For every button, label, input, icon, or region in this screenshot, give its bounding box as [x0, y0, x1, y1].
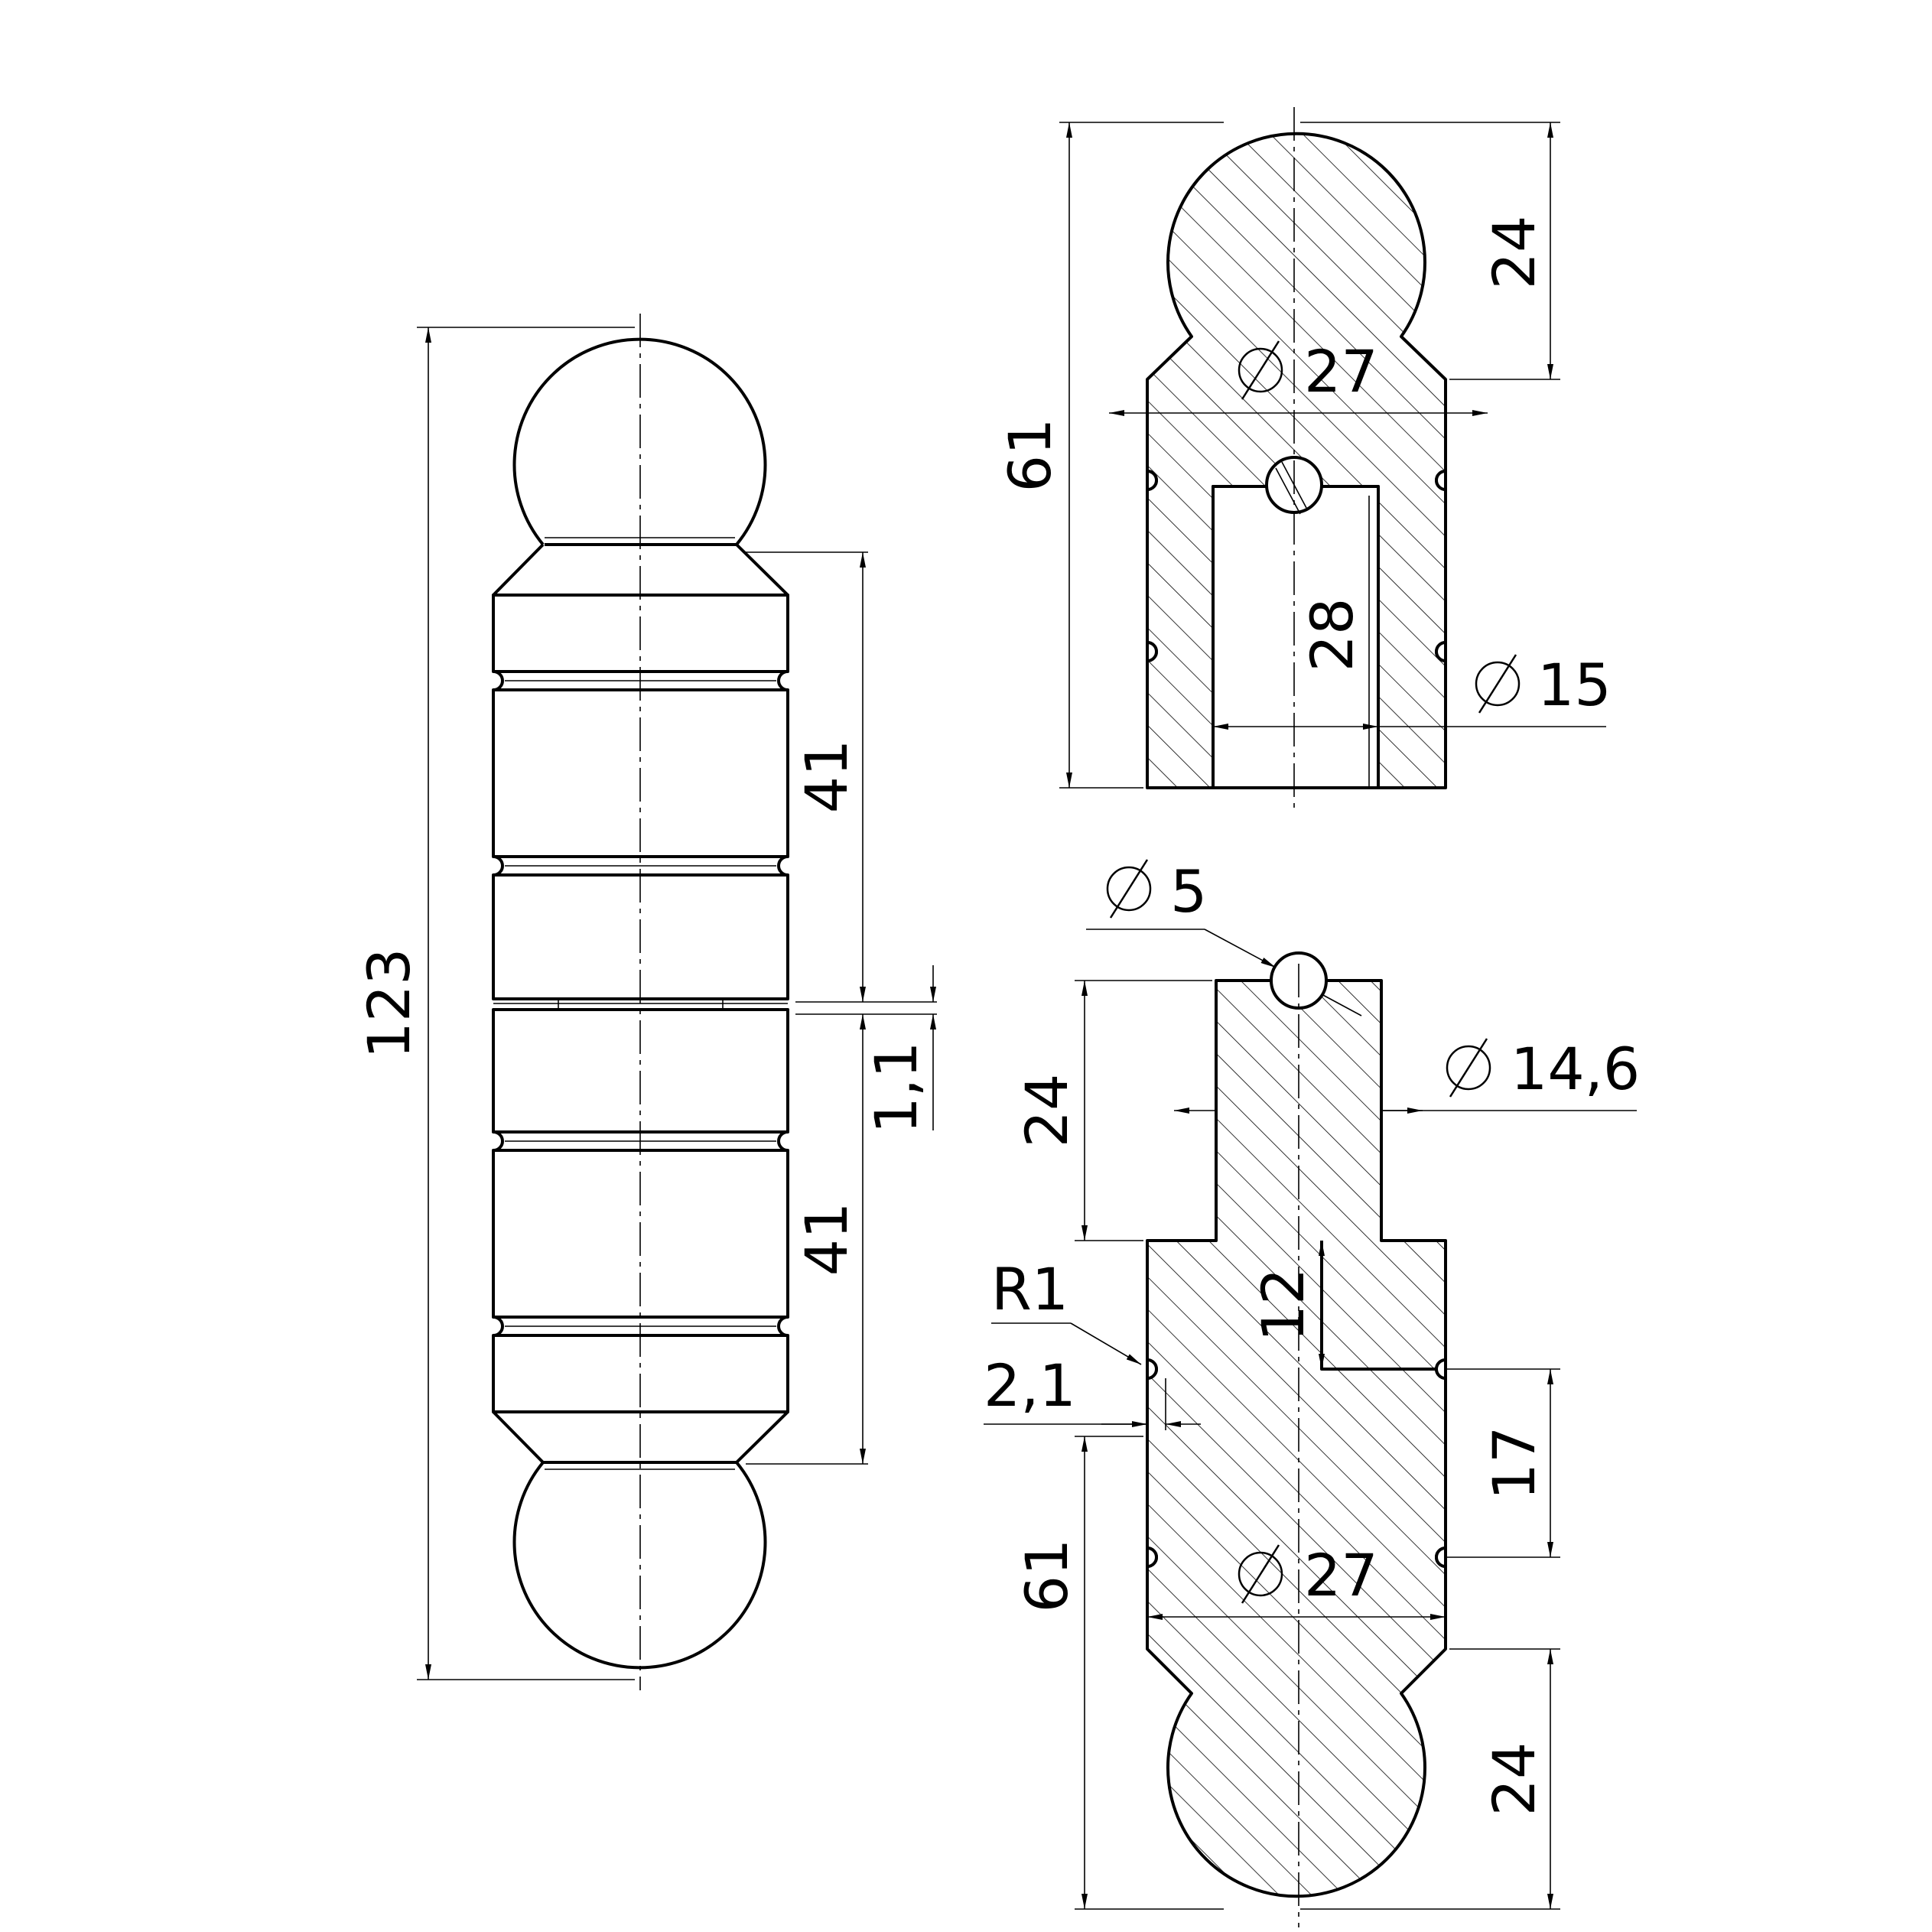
upper-part-section: 61 24 27 28 15 [996, 107, 1612, 811]
dim-bottom-part-length: 61 [1013, 1539, 1081, 1613]
dim-bore-depth: 28 [1298, 598, 1366, 672]
dim-groove-depth: 2,1 [984, 1351, 1076, 1420]
dim-step-depth: 12 [1249, 1268, 1317, 1342]
top-ball-outline [512, 337, 767, 546]
dim-bore-diameter: 15 [1537, 651, 1612, 719]
diameter-symbol [1238, 347, 1283, 393]
dim-lower-section: 41 [792, 1202, 860, 1277]
dim-groove-spacing: 17 [1480, 1426, 1548, 1501]
dim-pin-diameter: 5 [1170, 857, 1207, 925]
dim-stem-length: 24 [1013, 1074, 1081, 1148]
diameter-symbol [1238, 1551, 1283, 1597]
dim-top-part-length: 61 [996, 418, 1064, 493]
lower-part-body [1146, 979, 1447, 1898]
diameter-symbol [1475, 661, 1521, 707]
dim-gap: 1,1 [862, 1042, 930, 1134]
dim-top-diameter: 27 [1304, 337, 1378, 405]
lower-part-section: 5 24 14,6 12 R1 2,1 17 61 [984, 857, 1640, 1927]
dim-overall-length: 123 [355, 948, 423, 1059]
dim-top-ball-height: 24 [1480, 216, 1548, 290]
bore [1212, 485, 1380, 789]
assembled-view: 123 41 41 1,1 [355, 314, 937, 1690]
diameter-symbol [1446, 1045, 1491, 1091]
dim-groove-radius: R1 [991, 1255, 1068, 1323]
dim-stem-diameter: 14,6 [1511, 1035, 1640, 1103]
diameter-symbol [1106, 866, 1152, 912]
dim-upper-section: 41 [792, 740, 860, 814]
dim-bottom-diameter: 27 [1304, 1541, 1378, 1609]
bottom-cone [492, 1410, 789, 1464]
dim-bottom-ball-height: 24 [1480, 1742, 1548, 1817]
